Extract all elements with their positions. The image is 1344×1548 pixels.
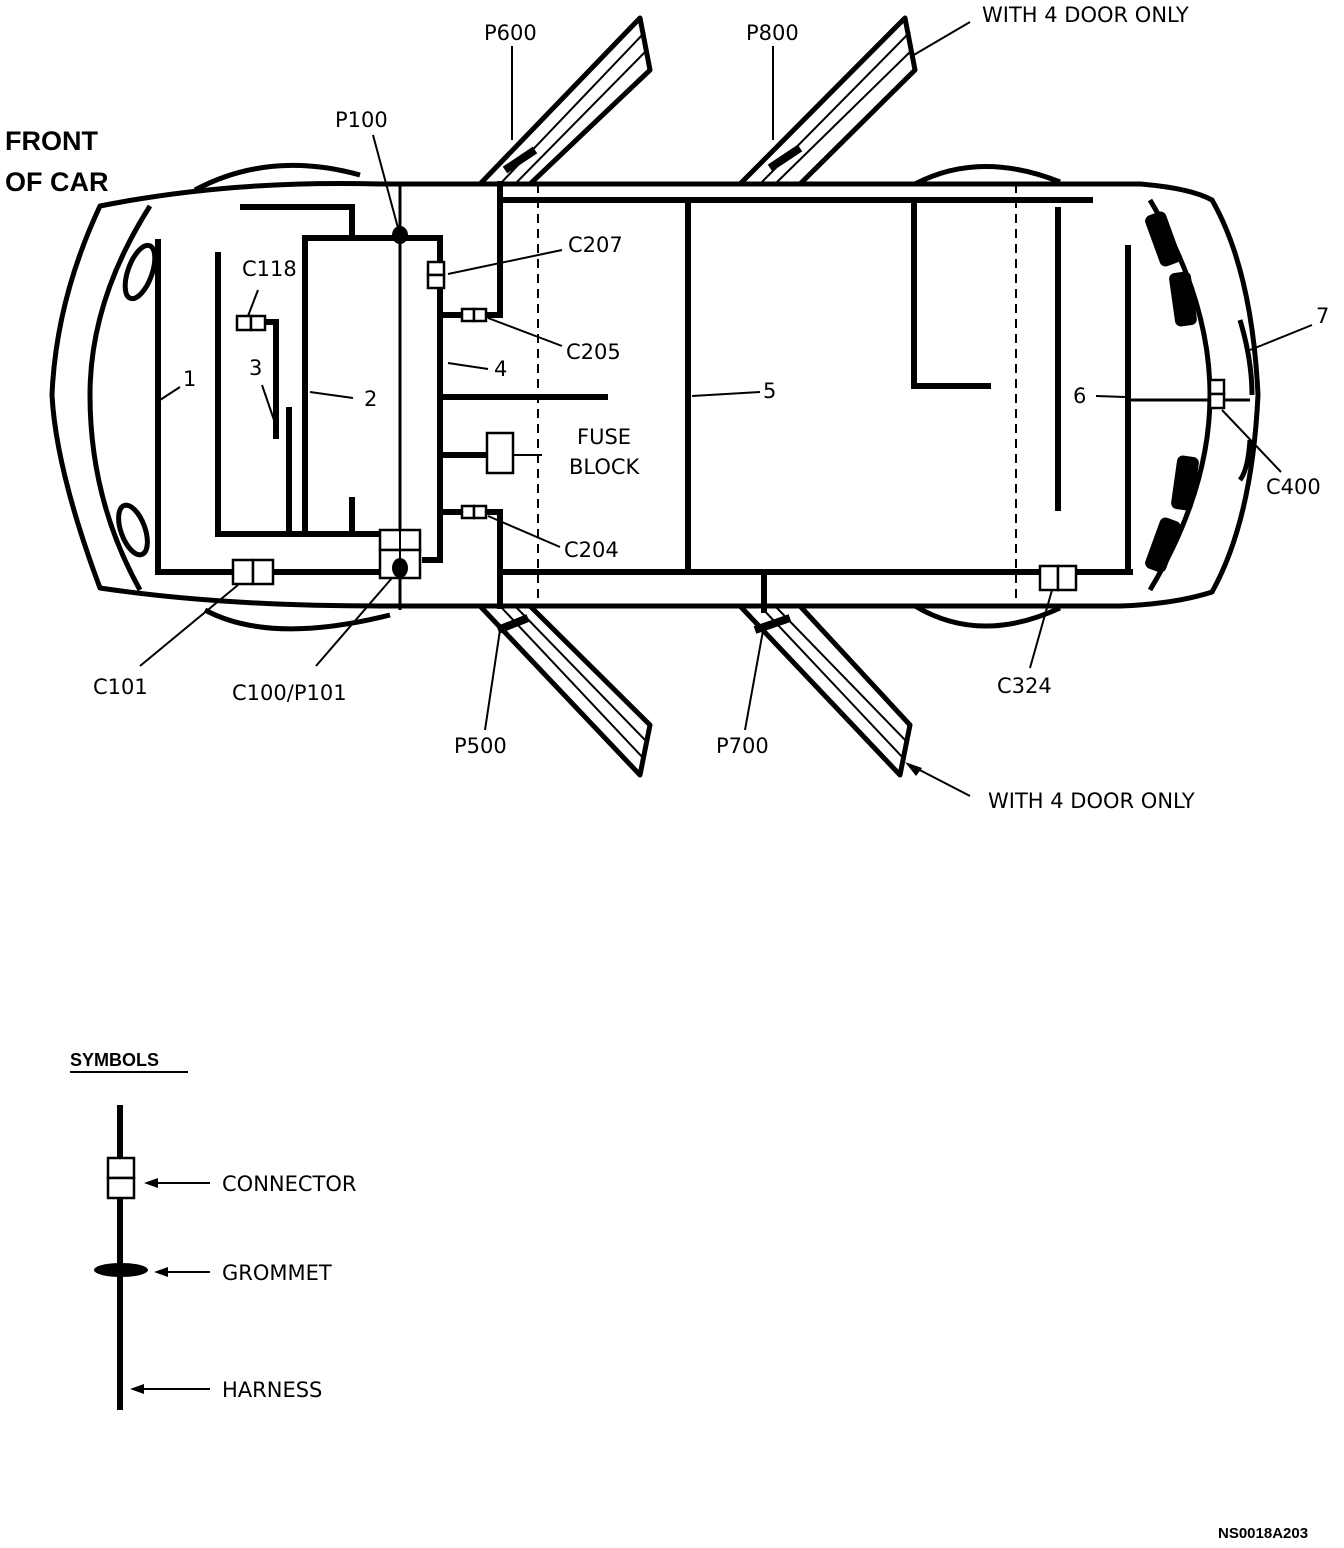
label-fuse-block-line2: BLOCK bbox=[569, 455, 641, 479]
connector-c101 bbox=[231, 558, 275, 586]
label-p100: P100 bbox=[335, 108, 388, 132]
label-with-4-door-bottom: WITH 4 DOOR ONLY bbox=[988, 789, 1195, 813]
legend-grommet-label: GROMMET bbox=[222, 1261, 332, 1285]
rear-left-door-p800 bbox=[738, 15, 918, 186]
label-c400: C400 bbox=[1266, 475, 1321, 499]
label-c100-p101: C100/P101 bbox=[232, 681, 347, 705]
front-of-car-label-line1: FRONT bbox=[5, 126, 98, 156]
label-num-5: 5 bbox=[763, 379, 776, 403]
leader-lines bbox=[139, 21, 1313, 797]
label-num-2: 2 bbox=[364, 387, 377, 411]
connector-c204 bbox=[460, 504, 488, 520]
tail-lights bbox=[1145, 211, 1199, 573]
fuse-block bbox=[485, 431, 515, 475]
label-p600: P600 bbox=[484, 21, 537, 45]
legend-grommet-icon bbox=[94, 1263, 148, 1277]
label-num-7: 7 bbox=[1316, 304, 1329, 328]
label-c118: C118 bbox=[242, 257, 297, 281]
legend-connector-icon bbox=[106, 1156, 136, 1200]
label-p800: P800 bbox=[746, 21, 799, 45]
label-c324: C324 bbox=[997, 674, 1052, 698]
legend-connector-label: CONNECTOR bbox=[222, 1172, 357, 1196]
front-right-door-p500 bbox=[478, 604, 653, 778]
connector-c324 bbox=[1038, 564, 1078, 592]
symbols-title: SYMBOLS bbox=[70, 1050, 159, 1070]
label-c204: C204 bbox=[564, 538, 619, 562]
grommet-p100 bbox=[392, 226, 408, 244]
connector-c205 bbox=[460, 307, 488, 323]
label-c207: C207 bbox=[568, 233, 623, 257]
connector-c118 bbox=[235, 314, 267, 332]
label-num-3: 3 bbox=[249, 356, 262, 380]
car-body-outline bbox=[49, 162, 1261, 632]
figure-code: NS0018A203 bbox=[1218, 1525, 1308, 1542]
label-c205: C205 bbox=[566, 340, 621, 364]
label-num-6: 6 bbox=[1073, 384, 1086, 408]
label-with-4-door-top: WITH 4 DOOR ONLY bbox=[982, 3, 1189, 27]
connector-c207 bbox=[426, 260, 446, 290]
rear-right-door-p700 bbox=[738, 604, 913, 778]
front-of-car-label-line2: OF CAR bbox=[5, 167, 109, 197]
connector-c100-p101 bbox=[378, 528, 422, 580]
label-num-1: 1 bbox=[183, 367, 196, 391]
symbols-legend: SYMBOLS CONNECTOR GROMMET HARNESS bbox=[70, 1050, 357, 1410]
label-p700: P700 bbox=[716, 734, 769, 758]
label-fuse-block-line1: FUSE bbox=[577, 425, 631, 449]
label-num-4: 4 bbox=[494, 357, 507, 381]
label-c101: C101 bbox=[93, 675, 148, 699]
legend-harness-label: HARNESS bbox=[222, 1378, 322, 1402]
front-left-door-p600 bbox=[478, 15, 653, 186]
label-p500: P500 bbox=[454, 734, 507, 758]
connector-c400 bbox=[1208, 378, 1226, 410]
